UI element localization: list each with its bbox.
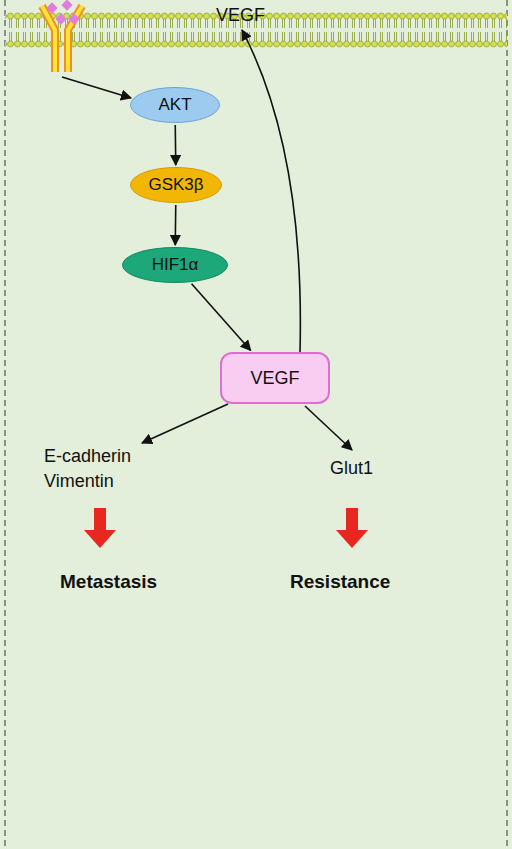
cell-border (5, 0, 6, 849)
activation-arrow (305, 406, 352, 450)
pathway-arrow (174, 205, 176, 245)
marker-name: E-cadherin (44, 446, 131, 467)
secreted-factor: VEGF (216, 5, 265, 26)
marker-name: Vimentin (44, 471, 114, 492)
process-box: VEGF (220, 352, 330, 404)
marker-name: Glut1 (330, 458, 373, 479)
outcome-label: Resistance (290, 571, 390, 593)
process-ellipse: AKT (130, 87, 220, 123)
node-label: AKT (158, 95, 191, 115)
cell-border (507, 0, 508, 849)
pathway-arrow (192, 284, 251, 351)
outcome-arrow (84, 508, 116, 548)
secretion-arrow (242, 30, 300, 352)
outcome-label: Metastasis (60, 571, 157, 593)
activation-arrow (62, 77, 131, 98)
ligand-symbol (46, 0, 79, 25)
node-label: HIF1α (152, 255, 199, 275)
node-label: VEGF (250, 368, 299, 389)
process-ellipse: HIF1α (122, 247, 228, 283)
node-label: GSK3β (148, 175, 203, 195)
receptor-symbol (42, 6, 82, 72)
outcome-arrow (336, 508, 368, 548)
activation-arrow (142, 404, 228, 443)
process-ellipse: GSK3β (130, 167, 222, 203)
pathway-arrow (174, 125, 176, 165)
